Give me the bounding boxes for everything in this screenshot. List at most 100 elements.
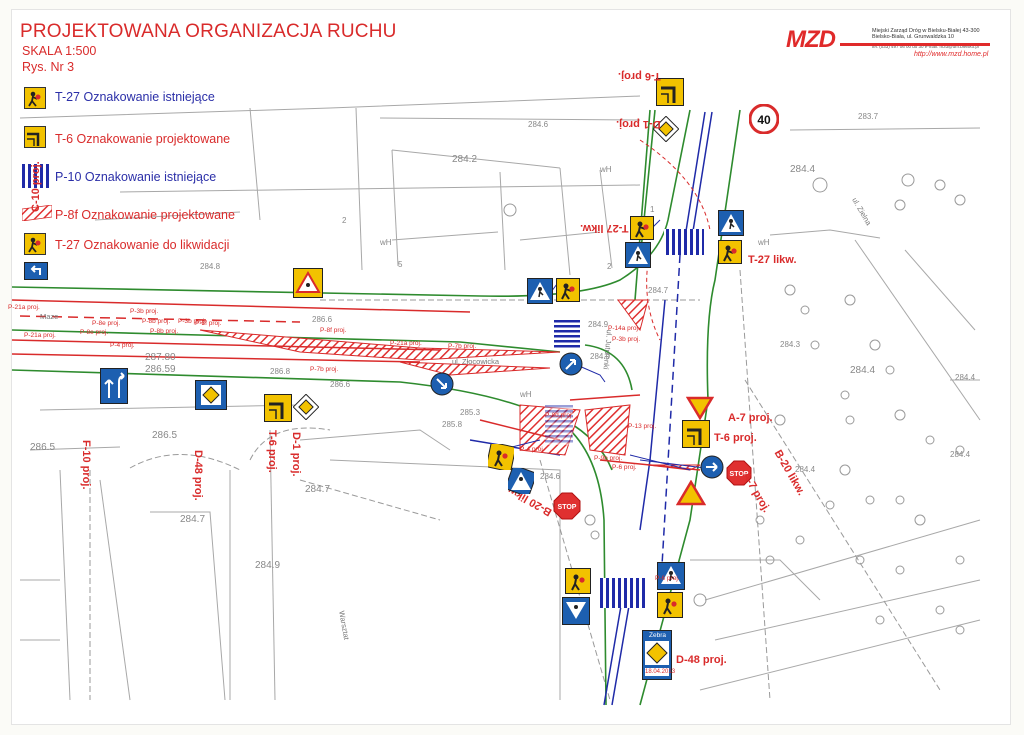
speed-limit-sign-icon: 40 <box>748 103 780 139</box>
pedestrian-warning-sign-icon <box>556 278 580 307</box>
lane-direction-sign-icon <box>100 368 128 409</box>
mzd-logo: MZD Miejski Zarząd Dróg w Bielsku-Białej… <box>786 26 996 66</box>
figure-number: Rys. Nr 3 <box>22 60 75 74</box>
map-label: 1 <box>650 205 655 214</box>
marking-label: P-8e proj. <box>80 329 109 336</box>
map-label: wH <box>380 238 392 247</box>
marking-label: P-8b proj. <box>150 328 179 335</box>
height-label: 286.59 <box>145 364 176 375</box>
marking-label: P-7b proj. <box>310 366 339 373</box>
sign-code-t6-left: T-6 proj. <box>266 430 278 473</box>
stop-sign-icon: STOP <box>553 492 581 525</box>
marking-label: P-8f proj. <box>320 327 347 334</box>
marking-label: P-6 proj. <box>612 464 637 471</box>
height-label: 286.5 <box>30 442 56 453</box>
tree-symbols <box>503 173 966 635</box>
height-label: 287.80 <box>145 352 176 363</box>
info-board-sign-icon <box>195 380 227 415</box>
logo-institution: Miejski Zarząd Dróg w Bielsku-Białej 43-… <box>872 28 980 40</box>
sign-code-t27-likw-right: T-27 likw. <box>748 254 797 266</box>
height-label: 286.6 <box>312 315 333 324</box>
map-label: 5 <box>398 260 403 269</box>
marking-label: P-21a proj. <box>8 304 40 311</box>
street-label-main-left: Maze <box>40 312 59 321</box>
legend-item-label: T-6 Oznakowanie projektowane <box>55 132 231 146</box>
zebra-crossing-middle <box>545 405 573 445</box>
height-label: 284.3 <box>780 340 801 349</box>
zebra-crossing-bottom <box>600 578 646 608</box>
yield-sign-icon <box>685 396 715 425</box>
zebra-crossing-left <box>554 320 580 350</box>
d48-plate-label: Zebra <box>649 632 666 639</box>
sign-code-d48-left: D-48 proj. <box>192 450 204 501</box>
height-label: 284.4 <box>950 450 971 459</box>
height-label: 284.6 <box>540 472 561 481</box>
sign-code-d1-left: D-1 proj. <box>290 432 302 477</box>
legend-item-label: T-27 Oznakowanie do likwidacji <box>55 238 230 252</box>
pedestrian-warning-sign-icon <box>718 240 742 269</box>
marking-label: P-21a proj. <box>24 332 56 339</box>
priority-road-sign-icon <box>652 115 680 147</box>
pedestrian-warning-sign-icon <box>657 592 683 623</box>
pedestrian-crossing-sign-icon <box>562 597 590 630</box>
logo-underline <box>840 43 990 46</box>
marking-label: P-4 proj. <box>110 342 135 349</box>
marking-label: P-21a proj. <box>390 340 422 347</box>
map-label: wH <box>520 390 532 399</box>
direction-sign-icon <box>24 262 48 285</box>
height-label: 284.7 <box>305 484 331 495</box>
height-label: 284.8 <box>200 262 221 271</box>
pedestrian-crossing-sign-icon <box>504 464 538 499</box>
stop-sign-text: STOP <box>558 504 577 511</box>
legend-item-label: T-27 Oznakowanie istniejące <box>55 90 215 104</box>
height-label: 284.4 <box>850 365 876 376</box>
marking-label: P-3b proj. <box>178 318 207 325</box>
center-dashes <box>659 254 681 601</box>
info-board-sign-icon <box>642 630 672 685</box>
marking-label: P-14a proj. <box>608 325 640 332</box>
sign-code-t6-top: T-6 proj. <box>618 70 661 82</box>
height-label: 284.7 <box>180 514 206 525</box>
height-label: 286.6 <box>330 380 351 389</box>
pedestrian-crossing-sign-icon <box>718 210 744 241</box>
marking-label: P-8b proj. <box>142 318 171 325</box>
priority-road-sign-icon <box>292 393 320 425</box>
height-label: 284.6 <box>528 120 549 129</box>
plan-scale: SKALA 1:500 <box>22 44 97 58</box>
marking-label: P-4 proj. <box>520 446 545 453</box>
height-label: 284.7 <box>648 286 669 295</box>
keep-right-sign-icon <box>700 455 724 484</box>
stop-sign-icon: STOP <box>726 460 752 491</box>
pedestrian-warning-sign-icon <box>24 233 46 260</box>
keep-right-sign-icon <box>559 352 583 381</box>
height-label: 285.3 <box>460 408 481 417</box>
plan-title: PROJEKTOWANA ORGANIZACJA RUCHU <box>20 21 397 42</box>
zebra-crossing-top <box>664 229 704 255</box>
pedestrian-crossing-sign-icon <box>625 242 651 273</box>
height-label: 284.9 <box>590 352 611 361</box>
logo-url: http://www.mzd.home.pl <box>914 51 989 58</box>
height-label: 284.9 <box>255 560 281 571</box>
marking-label: P-6 proj. <box>655 575 680 582</box>
logo-mark: MZD <box>786 26 836 53</box>
height-label: 284.4 <box>955 373 976 382</box>
map-label: wH <box>600 165 612 174</box>
height-label: 284.2 <box>452 154 478 165</box>
map-label: wH <box>758 238 770 247</box>
traffic-signal-warning-icon <box>293 268 323 303</box>
speed-limit-value: 40 <box>757 113 771 127</box>
cadastral-lines <box>19 95 981 701</box>
pedestrian-warning-sign-icon <box>565 568 591 599</box>
pedestrian-warning-sign-icon <box>630 216 654 245</box>
road-layout-plate-icon <box>656 78 684 111</box>
height-label: 284.4 <box>790 164 816 175</box>
keep-right-sign-icon <box>430 372 454 401</box>
road-layout-plate-icon <box>24 126 46 153</box>
map-label: 2 <box>607 262 612 271</box>
sign-code-a7-upper: A-7 proj. <box>728 412 773 424</box>
sign-code-left-edge: C-10 proj. <box>30 161 42 212</box>
sign-code-d1-top: D-1 proj. <box>616 118 661 130</box>
road-layout-plate-icon <box>264 394 292 427</box>
pedestrian-crossing-sign-icon <box>657 562 685 595</box>
